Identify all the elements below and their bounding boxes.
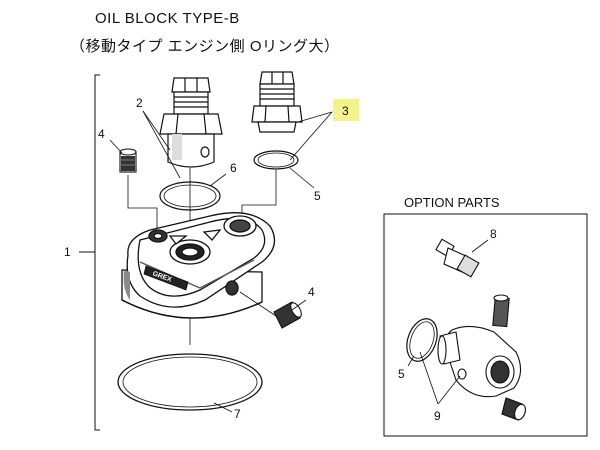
callout-1: 1 <box>64 245 71 259</box>
part-7-o-ring-inner <box>122 356 258 408</box>
callout-3-leaders <box>289 111 333 161</box>
callout-4-side: 4 <box>308 285 315 299</box>
diagram-subtitle: （移動タイプ エンジン側 Oリング大） <box>70 38 340 55</box>
part-7-o-ring <box>117 353 263 411</box>
part-5-o-ring <box>253 150 299 170</box>
option-o-ring <box>406 318 438 362</box>
callout-3-highlight <box>333 99 359 121</box>
part-2-adapter-fitting <box>159 77 223 168</box>
callout-9-leaders <box>419 351 461 405</box>
callout-9: 9 <box>434 409 441 423</box>
option-parts-title: OPTION PARTS <box>404 195 500 210</box>
option-o-ring-inner <box>409 321 435 359</box>
plug-bolt-side-guide <box>239 291 277 317</box>
callout-5-option-leader <box>407 355 415 367</box>
part-5-o-ring-inner <box>257 152 295 168</box>
assembly-bracket <box>79 74 100 431</box>
part-4-plug-bolt-top <box>119 148 137 173</box>
callout-4-top-leader <box>109 139 123 154</box>
callout-7: 7 <box>234 407 241 421</box>
part-9-sensor-adapter <box>437 294 526 421</box>
part-3-adapter-fitting <box>251 71 303 133</box>
callout-8: 8 <box>490 227 497 241</box>
callout-2: 2 <box>136 96 143 110</box>
callout-2-leaders <box>142 110 181 179</box>
callout-6-leader <box>209 173 227 187</box>
oil-block-body <box>121 212 276 319</box>
callout-5-option: 5 <box>398 367 405 381</box>
callout-5-leader <box>289 167 315 189</box>
callout-3: 3 <box>342 104 349 118</box>
diagram-title: OIL BLOCK TYPE-B <box>95 10 240 27</box>
callout-6: 6 <box>230 161 237 175</box>
option-parts-panel <box>383 213 588 437</box>
part-8-fitting <box>435 238 480 278</box>
callout-5-main: 5 <box>314 189 321 203</box>
callout-4-side-leader <box>291 299 307 311</box>
callout-7-leader <box>213 402 233 413</box>
callout-8-leader <box>471 239 489 253</box>
callout-4-top: 4 <box>98 127 105 141</box>
